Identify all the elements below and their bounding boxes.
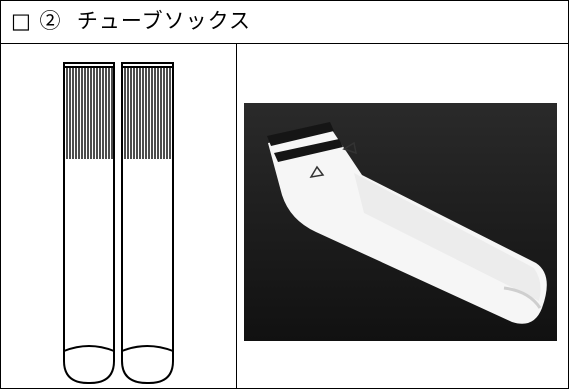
checkbox-glyph: □ [11, 9, 32, 33]
header-line: □ ② チューブソックス [11, 7, 251, 35]
item-number: ② [39, 9, 62, 33]
photo-cell [237, 43, 567, 388]
sock-photo [244, 103, 557, 341]
sock-line-drawing [63, 62, 174, 384]
table-header-row: □ ② チューブソックス [1, 1, 568, 44]
column-divider [236, 43, 237, 388]
illustration-cell [0, 43, 236, 388]
item-title: チューブソックス [76, 9, 251, 33]
